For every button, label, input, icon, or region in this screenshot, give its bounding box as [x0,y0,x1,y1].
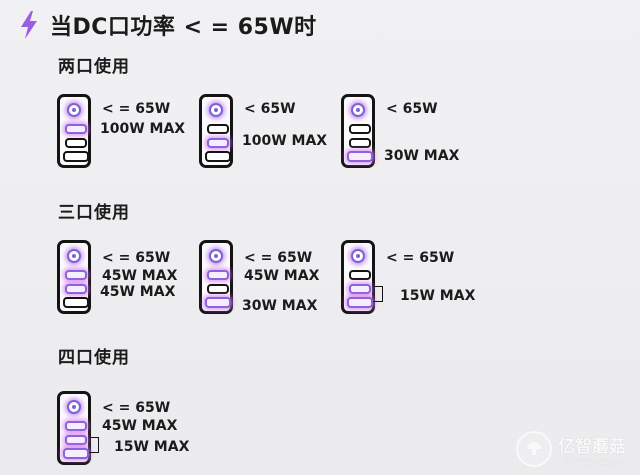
usb-c-port-icon [209,103,223,117]
usb-port-icon [65,124,87,134]
usb-port-icon [63,297,89,308]
usb-port-icon [65,435,87,445]
usb-port-icon [347,297,373,308]
usb-c-port-icon [67,249,81,263]
charger-diagram [57,94,91,168]
port-group-bracket [373,286,383,302]
mushroom-icon [516,431,552,467]
usb-port-icon [207,124,229,134]
charger-diagram [57,391,91,465]
charger-diagram [199,240,233,314]
section-heading-four-ports: 四口使用 [58,348,130,368]
usb-port-icon [347,151,373,162]
title-row: 当DC口功率 < = 65W时 [18,8,317,42]
usb-c-port-icon [67,103,81,117]
usb-port-icon [63,448,89,459]
charger-diagram [341,240,375,314]
usb-c-port-icon [209,249,223,263]
port-power-label: 45W MAX [102,268,178,284]
usb-port-icon [65,284,87,294]
section-heading-three-ports: 三口使用 [58,203,130,223]
usb-port-icon [63,151,89,162]
usb-c-port-icon [351,103,365,117]
usb-port-icon [349,270,371,280]
usb-port-icon [207,138,229,148]
port-power-label: < 65W [244,101,296,117]
watermark-brand: 亿智蘑菇 [558,437,626,457]
usb-port-icon [65,421,87,431]
usb-port-icon [349,284,371,294]
usb-port-icon [207,270,229,280]
port-power-label: 30W MAX [384,148,460,164]
port-power-label: 45W MAX [244,268,320,284]
port-power-label: < = 65W [102,250,171,266]
page-title: 当DC口功率 < = 65W时 [50,15,317,40]
port-power-label: < = 65W [102,400,171,416]
port-power-label: 45W MAX [100,284,176,300]
usb-port-icon [65,270,87,280]
port-power-label: 30W MAX [242,298,318,314]
section-heading-two-ports: 两口使用 [58,57,130,77]
usb-port-icon [349,138,371,148]
charger-diagram [199,94,233,168]
port-group-bracket [89,437,99,453]
watermark-logo: 亿智蘑菇 www.yzmg.com [516,431,626,467]
port-power-label: < = 65W [244,250,313,266]
usb-port-icon [207,284,229,294]
port-power-label: 45W MAX [102,418,178,434]
port-power-label: 15W MAX [400,288,476,304]
port-power-label: < = 65W [102,101,171,117]
lightning-bolt-icon [21,11,37,39]
watermark-url: www.yzmg.com [563,457,626,466]
port-power-label: < 65W [386,101,438,117]
port-power-label: 15W MAX [114,439,190,455]
charger-diagram [57,240,91,314]
charger-diagram [341,94,375,168]
usb-port-icon [205,151,231,162]
port-power-label: 100W MAX [100,121,186,137]
usb-port-icon [65,138,87,148]
usb-c-port-icon [351,249,365,263]
port-power-label: < = 65W [386,250,455,266]
port-power-label: 100W MAX [242,133,328,149]
usb-c-port-icon [67,400,81,414]
usb-port-icon [349,124,371,134]
usb-port-icon [205,297,231,308]
